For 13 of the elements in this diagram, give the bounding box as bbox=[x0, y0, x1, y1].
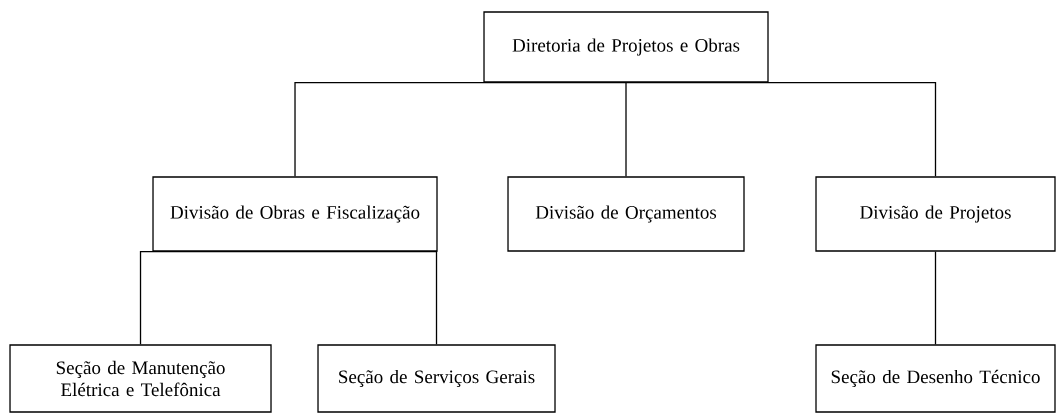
org-box: Divisão de Projetos bbox=[815, 176, 1056, 252]
connector-line bbox=[625, 82, 627, 177]
org-box: Divisão de Obras e Fiscalização bbox=[152, 176, 438, 252]
org-box: Seção de Manutenção Elétrica e Telefônica bbox=[9, 344, 272, 413]
org-box: Divisão de Orçamentos bbox=[507, 176, 745, 252]
org-box: Seção de Serviços Gerais bbox=[317, 344, 556, 413]
org-box: Seção de Desenho Técnico bbox=[815, 344, 1056, 413]
connector-line bbox=[139, 251, 296, 345]
org-box: Diretoria de Projetos e Obras bbox=[483, 11, 769, 83]
connector-line bbox=[294, 251, 438, 345]
connector-line bbox=[625, 82, 937, 177]
connector-line bbox=[934, 251, 937, 345]
connector-line bbox=[294, 82, 627, 177]
